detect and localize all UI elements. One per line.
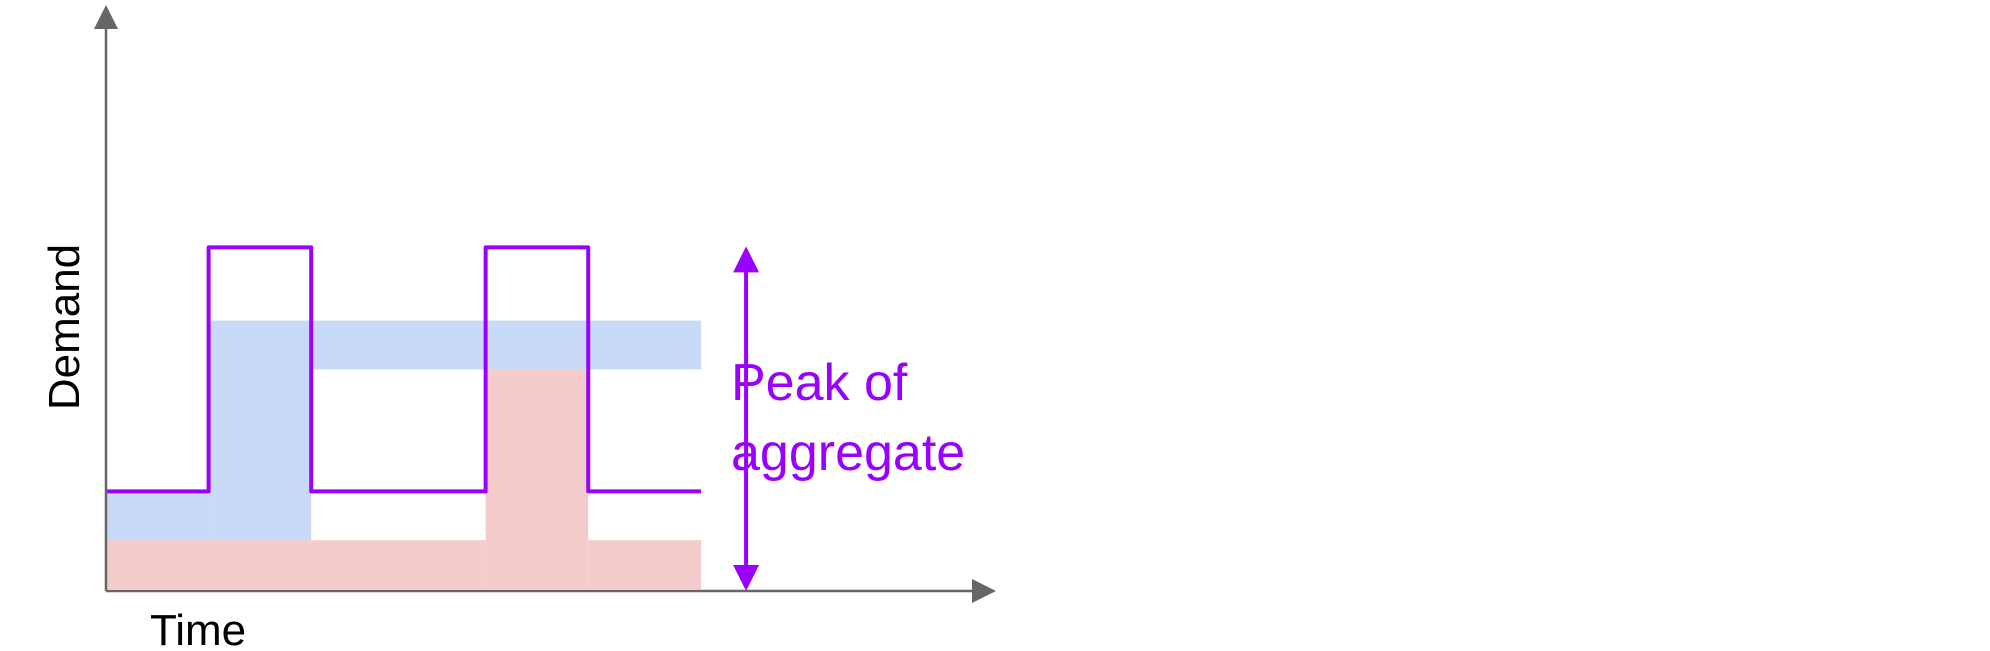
peak-arrowhead-top [733, 246, 760, 273]
area-block-series-2-segment-2 [208, 320, 312, 541]
y-axis-arrowhead [94, 5, 118, 29]
area-block-series-1-segment-2 [485, 369, 589, 589]
aggregate-demand-line [106, 245, 702, 494]
area-block-series-2-segment-1 [106, 491, 209, 541]
area-block-series-2-segment-3 [311, 320, 702, 370]
peak-arrowhead-bottom [733, 565, 760, 591]
peak-annotation-line-1: Peak of [731, 354, 908, 412]
peak-annotation-line-2: aggregate [731, 424, 965, 482]
y-axis-label: Demand [40, 244, 89, 410]
stacked-areas [106, 320, 702, 589]
x-axis-arrowhead [972, 579, 996, 603]
area-block-series-1-segment-3 [588, 540, 702, 589]
x-axis-label: Time [150, 606, 246, 651]
area-block-series-1-segment-1 [106, 540, 486, 589]
